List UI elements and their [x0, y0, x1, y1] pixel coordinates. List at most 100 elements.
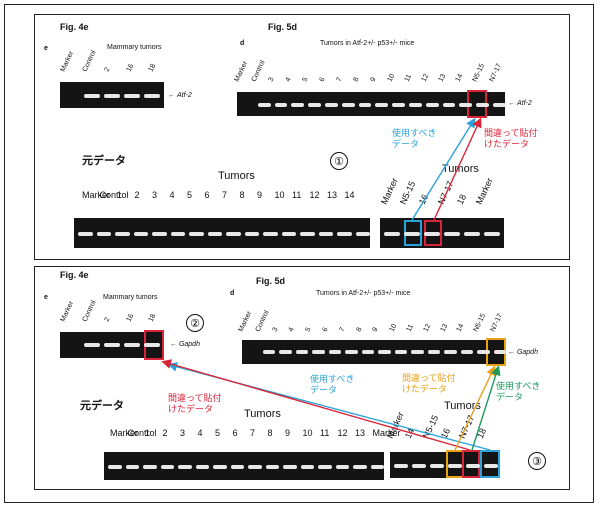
gel-band [207, 232, 222, 236]
gel-band [341, 103, 355, 107]
raw-tumors-label-1: Tumors [218, 170, 255, 182]
gel-band [104, 94, 120, 98]
fig4e-letter-2: e [44, 294, 48, 301]
lane-label: 4 [169, 190, 175, 200]
gel-band [444, 232, 460, 236]
arrow-orange-2 [454, 365, 496, 451]
annot-correct-1: 使用すべき データ [392, 128, 437, 149]
figure-frame [4, 4, 594, 503]
marker-circle-3: ③ [528, 452, 546, 470]
gel-band [392, 103, 405, 107]
gel-band [263, 232, 278, 236]
lane-label: 6 [232, 428, 238, 438]
gel-band [430, 464, 444, 468]
gel-band [144, 343, 160, 347]
lane-label: 5 [187, 190, 193, 200]
gel-band [283, 465, 297, 469]
original-data-label-1: 元データ [82, 155, 126, 167]
gel-band [448, 464, 462, 468]
gel-band [460, 350, 473, 354]
gel-band [257, 103, 271, 107]
gel-band [493, 103, 506, 107]
gel-band [412, 464, 426, 468]
gel-band [361, 350, 374, 354]
lane-label: 2 [134, 190, 140, 200]
gel-band [425, 103, 439, 107]
gel-band [384, 232, 400, 236]
gel-band [178, 465, 192, 469]
raw-tumors-label-2b: Tumors [444, 400, 481, 412]
gel-band [442, 103, 456, 107]
lane-label: 9 [285, 428, 291, 438]
lane-label: 4 [197, 428, 203, 438]
lane-label: 8 [267, 428, 273, 438]
annot-wrong-left-2: 間違って貼付 けたデータ [168, 393, 222, 414]
gel-band [484, 464, 498, 468]
raw-tumors-label-2: Tumors [244, 408, 281, 420]
gel-band [248, 465, 262, 469]
fig5d-title-2: Fig. 5d [256, 276, 285, 286]
lane-label: 6 [204, 190, 210, 200]
gel-band [355, 232, 370, 236]
fig5d-title-1: Fig. 5d [268, 22, 297, 32]
gene-label-gapdh-a: ← Gapdh [170, 341, 200, 348]
gel-band [335, 465, 349, 469]
gel-band [427, 350, 440, 354]
gel-band [404, 232, 420, 236]
lane-label: 12 [309, 190, 320, 200]
gel-band [459, 103, 473, 107]
original-data-label-2: 元データ [80, 400, 124, 412]
gel-band [312, 350, 325, 354]
lane-label: 13 [327, 190, 338, 200]
lane-label: 10 [302, 428, 313, 438]
fig4e-header-1: Mammary tumors [107, 44, 162, 51]
gel-band [279, 350, 292, 354]
gel-band [133, 232, 148, 236]
gel-band [78, 232, 93, 236]
gel-band [476, 103, 489, 107]
gel-band [125, 465, 139, 469]
fig4e-letter-1: e [44, 45, 48, 52]
correct-box-raw-2 [480, 450, 500, 478]
lane-label: Marker [110, 428, 139, 438]
lane-label: 3 [152, 190, 158, 200]
gel-band [124, 94, 140, 98]
lane-label: Control [127, 428, 157, 438]
gel-band [394, 350, 407, 354]
gel-band [244, 232, 259, 236]
gene-label-atf2-b: ← Atf-2 [508, 100, 532, 107]
raw-tumors-label-1b: Tumors [442, 163, 479, 175]
gel-band [124, 343, 140, 347]
gel-band [295, 350, 308, 354]
lane-label: 1 [145, 428, 151, 438]
gel-band [337, 232, 352, 236]
marker-circle-1: ① [330, 152, 348, 170]
fig5d-letter-2: d [230, 290, 235, 297]
gel-band [104, 343, 120, 347]
gel-band [213, 465, 227, 469]
gel-band [144, 94, 160, 98]
lane-label: 9 [257, 190, 263, 200]
gel-band [370, 465, 384, 469]
fig5d-header-1: Tumors in Atf-2+/- p53+/- mice [320, 40, 415, 47]
marker-circle-2: ② [186, 314, 204, 332]
gel-band [464, 232, 480, 236]
gel-band [108, 465, 122, 469]
annot-correct-right-2: 使用すべき データ [496, 381, 541, 402]
gel-band [444, 350, 457, 354]
annot-wrong-1: 間違って貼付 けたデータ [484, 128, 538, 149]
lane-label: 10 [274, 190, 285, 200]
gel-band [152, 232, 167, 236]
gel-band [195, 465, 209, 469]
lane-label: 11 [292, 190, 302, 200]
gel-band [409, 103, 422, 107]
gel-band [318, 232, 333, 236]
gel-band [378, 350, 391, 354]
gel-band [477, 350, 490, 354]
lane-label: 2 [162, 428, 168, 438]
lane-label: 12 [337, 428, 348, 438]
raw-gel-right-1 [380, 218, 504, 248]
gene-label-gapdh-b: ← Gapdh [508, 349, 538, 356]
gel-band [345, 350, 358, 354]
gel-band [115, 232, 130, 236]
